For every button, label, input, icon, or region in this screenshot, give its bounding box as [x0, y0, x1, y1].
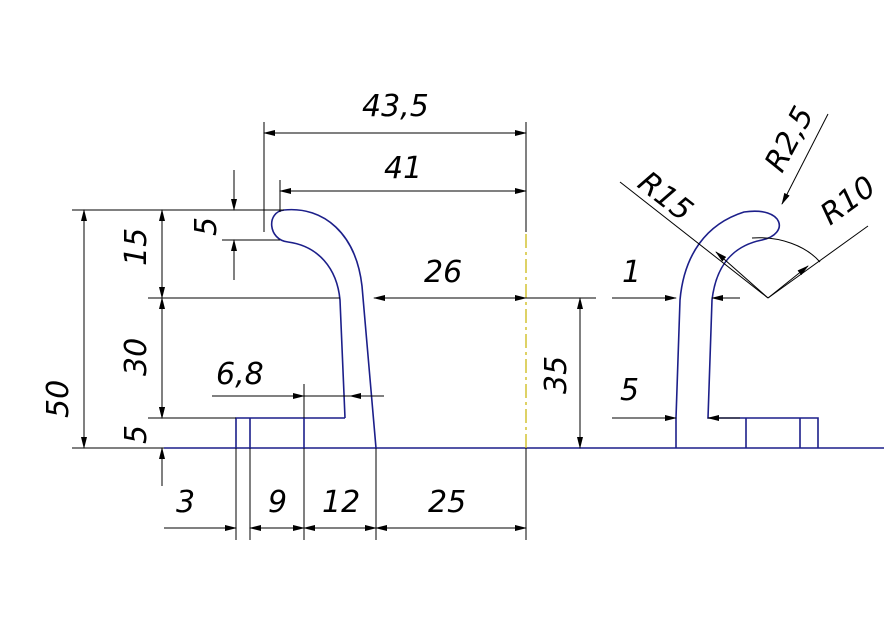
dim-50: 50 [41, 209, 270, 449]
right-view-part [675, 210, 819, 448]
label-5-tip: 5 [189, 217, 224, 236]
label-25: 25 [428, 485, 466, 520]
label-5-wall: 5 [620, 373, 639, 408]
label-43-5: 43,5 [362, 89, 429, 124]
dim-r2-5: R2,5 [758, 101, 829, 205]
label-26: 26 [424, 255, 462, 290]
dim-5-tip: 5 [189, 170, 284, 280]
label-50: 50 [41, 380, 76, 418]
dim-15-30-5: 15 30 5 [119, 209, 340, 486]
left-view-part [164, 208, 884, 449]
dim-26: 26 [373, 255, 527, 301]
label-15: 15 [119, 228, 154, 266]
label-30: 30 [119, 338, 154, 376]
label-1: 1 [622, 255, 641, 290]
label-3: 3 [176, 485, 195, 520]
dim-bottom-chain: 3 9 12 25 [164, 448, 527, 540]
dim-5-wall: 5 [612, 373, 740, 421]
dim-41: 41 [279, 151, 527, 212]
label-12: 12 [322, 485, 360, 520]
dim-43-5: 43,5 [263, 89, 527, 232]
dim-35: 35 [526, 297, 596, 449]
dim-1: 1 [612, 255, 740, 301]
label-r15: R15 [631, 165, 699, 229]
label-5-base: 5 [119, 425, 154, 444]
label-41: 41 [384, 151, 422, 186]
dim-r15: R15 [619, 165, 769, 299]
label-9: 9 [268, 485, 287, 520]
dim-r10: R10 [751, 169, 882, 299]
dim-6-8: 6,8 [212, 357, 384, 418]
label-r2-5: R2,5 [758, 101, 821, 178]
label-6-8: 6,8 [216, 357, 264, 392]
label-35: 35 [539, 356, 574, 394]
label-r10: R10 [814, 169, 882, 232]
